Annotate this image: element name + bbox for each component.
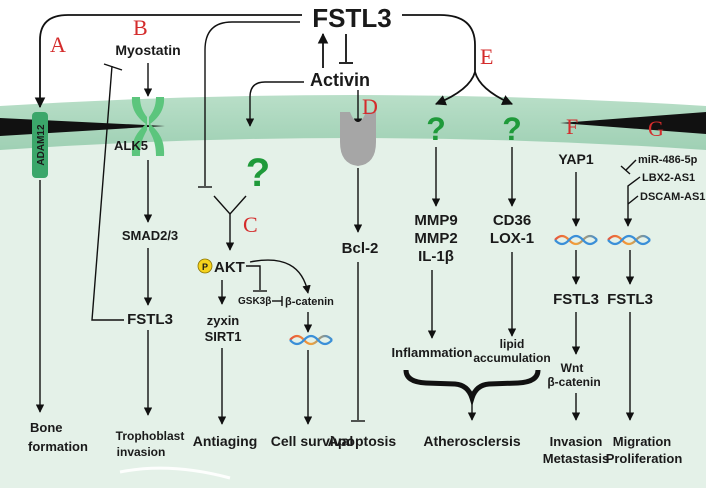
alk5-label: ALK5: [114, 138, 148, 153]
outcome-proliferation: Proliferation: [606, 451, 683, 466]
fstl3-title: FSTL3: [312, 3, 391, 33]
arrow-lbx2-to-dna: [623, 176, 641, 227]
inhibit-akt-to-gsk3b: [246, 265, 261, 290]
outcome-lipid-2: accumulation: [473, 351, 550, 365]
arrow-activin-to-question-c: [245, 81, 304, 127]
receptor-d: [340, 112, 376, 166]
fstl3-f-label: FSTL3: [553, 291, 599, 308]
letter-f: F: [566, 114, 578, 139]
myostatin-label: Myostatin: [115, 42, 180, 58]
outcome-migration: Migration: [613, 434, 672, 449]
question-e-left: ?: [426, 111, 446, 147]
connector-dscam: [627, 195, 639, 205]
arrow-e-to-question-left: [435, 71, 476, 106]
inhibit-bar-mir486: [620, 165, 631, 175]
letter-d: D: [362, 94, 378, 119]
adam12-label: ADAM12: [36, 124, 47, 166]
outcome-bone-2: formation: [28, 439, 88, 454]
outcome-tropho-2: invasion: [117, 445, 166, 459]
mir486-label: miR-486-5p: [638, 154, 698, 166]
letter-c: C: [243, 212, 258, 237]
wnt-label: Wnt: [561, 361, 584, 375]
arrow-akt-to-beta-catenin: [249, 259, 311, 294]
alk5-receptor: [131, 97, 165, 156]
il1b-label: IL-1β: [418, 248, 454, 265]
arrow-e-to-question-right: [474, 71, 513, 106]
phospho-badge-label: P: [202, 262, 208, 272]
outcome-apoptosis: Apoptosis: [328, 433, 397, 449]
letter-e: E: [480, 44, 493, 69]
inhibit-fstl3-to-receptor-c: [204, 21, 300, 186]
outcome-invasion: Invasion: [550, 434, 603, 449]
brace-atherosclerosis: [403, 369, 541, 407]
dna-helix-c: [289, 334, 333, 346]
cell-cytoplasm: [0, 97, 706, 488]
letter-g: G: [648, 116, 664, 141]
inhibit-mir486: [625, 159, 637, 171]
outcome-antiaging: Antiaging: [193, 433, 258, 449]
outcome-lipid-1: lipid: [500, 337, 525, 351]
arrow-fstl3-to-adam12: [34, 14, 302, 109]
zyxin-label: zyxin: [207, 313, 240, 328]
mmp2-label: MMP2: [414, 230, 457, 247]
dscam-label: DSCAM-AS1: [640, 191, 705, 203]
mmp9-label: MMP9: [414, 212, 457, 229]
outcome-cell-survival: Cell survival: [271, 433, 354, 449]
decorative-highlight: [119, 466, 231, 480]
fstl3-g-label: FSTL3: [607, 291, 653, 308]
yap1-label: YAP1: [558, 151, 594, 167]
lbx2-label: LBX2-AS1: [642, 172, 695, 184]
akt-label: AKT: [214, 259, 245, 276]
cd36-label: CD36: [493, 212, 531, 229]
beta-catenin-label: β-catenin: [285, 296, 334, 308]
question-c: ?: [246, 151, 270, 195]
outcome-inflammation: Inflammation: [392, 345, 473, 360]
activin-label: Activin: [310, 70, 370, 90]
adam12-receptor: [32, 112, 48, 178]
outcome-bone-1: Bone: [30, 420, 63, 435]
inhibit-bar-myostatin: [103, 63, 123, 71]
dna-helix-f: [554, 234, 598, 246]
letter-a: A: [50, 32, 66, 57]
dna-helix-g: [607, 234, 651, 246]
fstl3-b-label: FSTL3: [127, 311, 173, 328]
outcome-metastasis: Metastasis: [543, 451, 609, 466]
inhibit-fstl3-to-myostatin: [91, 65, 124, 321]
membrane-spike-right: [560, 112, 706, 134]
letter-b: B: [133, 15, 148, 40]
lox1-label: LOX-1: [490, 230, 534, 247]
question-e-right: ?: [502, 111, 522, 147]
beta-catenin-f-label: β-catenin: [547, 375, 600, 389]
outcome-atherosclerosis: Atherosclersis: [423, 433, 520, 449]
smad-label: SMAD2/3: [122, 228, 178, 243]
connector-fstl3-to-e: [402, 14, 476, 72]
phospho-badge: [197, 258, 213, 274]
sirt1-label: SIRT1: [205, 329, 242, 344]
bcl2-label: Bcl-2: [342, 240, 379, 257]
outcome-tropho-1: Trophoblast: [116, 429, 185, 443]
gsk3b-label: GSK3β: [238, 296, 271, 307]
